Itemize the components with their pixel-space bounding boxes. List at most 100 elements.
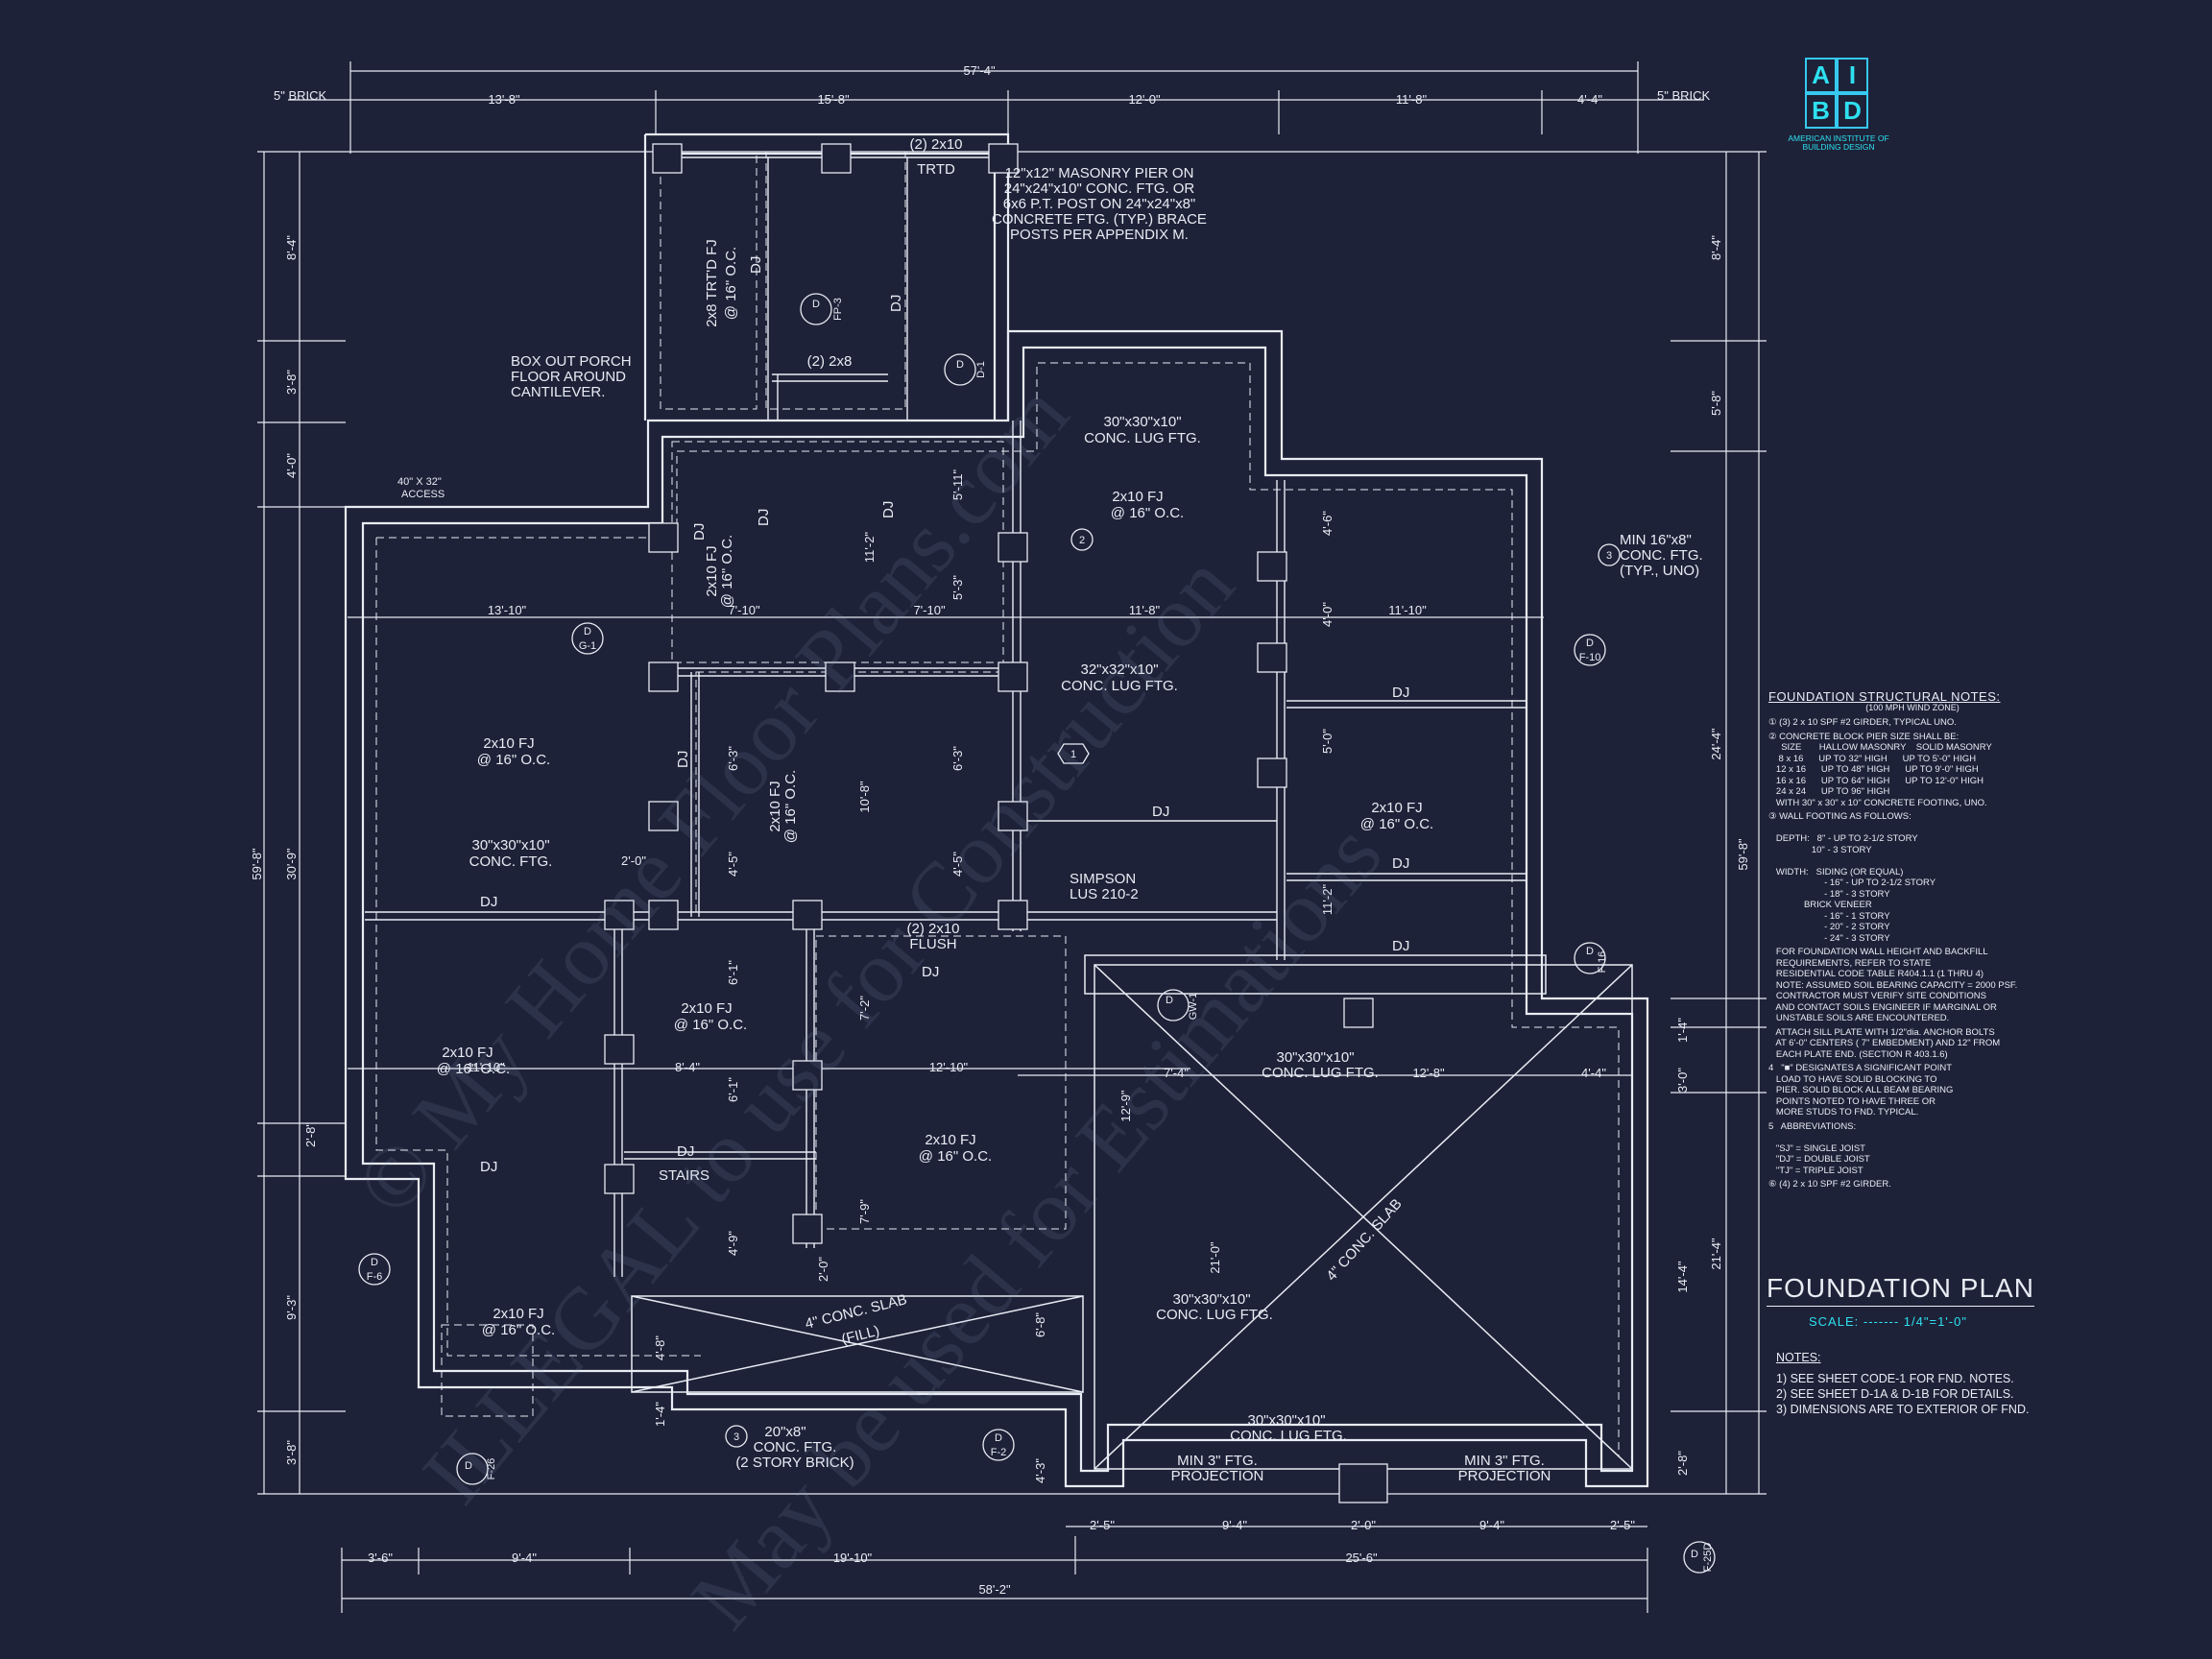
svg-text:4'-3": 4'-3" xyxy=(1033,1458,1047,1483)
svg-text:DJ: DJ xyxy=(748,256,764,274)
svg-text:CONC. LUG FTG.: CONC. LUG FTG. xyxy=(1230,1428,1347,1444)
garage-slab xyxy=(631,964,1633,1470)
svg-text:D: D xyxy=(995,1432,1002,1444)
svg-text:DJ: DJ xyxy=(880,501,897,518)
plan-title: FOUNDATION PLAN xyxy=(1767,1273,2034,1307)
svg-text:2x10 FJ: 2x10 FJ xyxy=(1371,800,1422,816)
svg-text:1'-4": 1'-4" xyxy=(1675,1018,1690,1043)
svg-text:3'-6": 3'-6" xyxy=(368,1551,393,1565)
svg-text:12'-10": 12'-10" xyxy=(929,1060,969,1074)
svg-text:STAIRS: STAIRS xyxy=(659,1167,709,1184)
svg-text:57'-4": 57'-4" xyxy=(963,63,996,78)
svg-text:D: D xyxy=(1586,946,1594,957)
plan-title-block: FOUNDATION PLAN SCALE: ------- 1/4"=1'-0… xyxy=(1767,1273,2034,1329)
svg-text:D: D xyxy=(1166,995,1173,1006)
svg-text:11'-10": 11'-10" xyxy=(1388,603,1427,617)
svg-text:DJ: DJ xyxy=(480,894,497,910)
svg-text:MIN 3" FTG.: MIN 3" FTG. xyxy=(1177,1453,1258,1469)
svg-text:2'-0": 2'-0" xyxy=(621,854,646,868)
svg-text:9'-4": 9'-4" xyxy=(1222,1518,1247,1532)
svg-text:9'-3": 9'-3" xyxy=(284,1295,299,1320)
svg-text:10'-8": 10'-8" xyxy=(857,781,872,813)
svg-text:@ 16" O.C.: @ 16" O.C. xyxy=(477,752,550,768)
svg-text:30"x30"x10": 30"x30"x10" xyxy=(471,837,549,854)
plan-scale: SCALE: ------- 1/4"=1'-0" xyxy=(1767,1314,2034,1329)
svg-text:DJ: DJ xyxy=(675,751,691,768)
section-markers xyxy=(358,293,1716,1574)
svg-text:DJ: DJ xyxy=(691,523,708,541)
svg-text:DJ: DJ xyxy=(922,964,939,980)
svg-text:5'-3": 5'-3" xyxy=(950,575,965,600)
svg-text:4'-8": 4'-8" xyxy=(653,1335,667,1360)
svg-text:D: D xyxy=(465,1460,472,1472)
svg-text:F-26: F-26 xyxy=(486,1458,497,1480)
svg-text:@ 16" O.C.: @ 16" O.C. xyxy=(782,770,799,843)
structural-note: ① (3) 2 x 10 SPF #2 GIRDER, TYPICAL UNO. xyxy=(1768,717,1957,728)
svg-text:11'-2": 11'-2" xyxy=(1320,884,1334,916)
svg-text:MIN 3" FTG.: MIN 3" FTG. xyxy=(1464,1453,1545,1469)
plan-note: 1) SEE SHEET CODE-1 FOR FND. NOTES. xyxy=(1776,1372,2014,1385)
svg-text:21'-0": 21'-0" xyxy=(1208,1241,1222,1274)
svg-text:6'-3": 6'-3" xyxy=(726,746,740,771)
svg-text:30"x30"x10": 30"x30"x10" xyxy=(1172,1291,1250,1308)
svg-text:2'-5": 2'-5" xyxy=(1090,1518,1115,1532)
plan-note: 2) SEE SHEET D-1A & D-1B FOR DETAILS. xyxy=(1776,1387,2014,1401)
svg-text:15'-8": 15'-8" xyxy=(817,92,850,107)
svg-text:30'-9": 30'-9" xyxy=(284,848,299,880)
svg-text:4'-0": 4'-0" xyxy=(284,453,299,478)
structural-note: 5 ABBREVIATIONS: "SJ" = SINGLE JOIST "DJ… xyxy=(1768,1120,1870,1176)
svg-text:4'-4": 4'-4" xyxy=(1581,1066,1606,1080)
svg-text:2: 2 xyxy=(1079,535,1085,546)
svg-text:1'-4": 1'-4" xyxy=(653,1402,667,1427)
svg-text:DJ: DJ xyxy=(1392,855,1409,872)
svg-text:58'-2": 58'-2" xyxy=(978,1582,1011,1597)
svg-text:5'-8": 5'-8" xyxy=(1709,391,1723,416)
svg-text:D: D xyxy=(812,299,820,310)
svg-text:4" CONC. SLAB: 4" CONC. SLAB xyxy=(804,1291,909,1333)
svg-text:CONCRETE FTG. (TYP.) BRACE: CONCRETE FTG. (TYP.) BRACE xyxy=(992,211,1207,228)
svg-text:CONC. LUG FTG.: CONC. LUG FTG. xyxy=(1262,1065,1379,1081)
svg-text:CONC. LUG FTG.: CONC. LUG FTG. xyxy=(1084,430,1201,446)
svg-text:2x10 FJ: 2x10 FJ xyxy=(925,1132,975,1148)
svg-text:8'-4": 8'-4" xyxy=(284,235,299,260)
plan-notes: NOTES: 1) SEE SHEET CODE-1 FOR FND. NOTE… xyxy=(1776,1350,2029,1417)
svg-text:F-25D: F-25D xyxy=(1702,1543,1714,1573)
svg-text:@ 16" O.C.: @ 16" O.C. xyxy=(1360,816,1433,832)
svg-text:@ 16" O.C.: @ 16" O.C. xyxy=(1111,505,1184,521)
svg-text:(TYP., UNO): (TYP., UNO) xyxy=(1620,563,1699,579)
svg-text:6'-1": 6'-1" xyxy=(726,960,740,985)
svg-text:7'-2": 7'-2" xyxy=(857,996,872,1021)
svg-text:40" X 32": 40" X 32" xyxy=(397,476,442,488)
svg-text:30"x30"x10": 30"x30"x10" xyxy=(1276,1049,1354,1066)
svg-text:13'-8": 13'-8" xyxy=(488,92,520,107)
foundation-structural-notes: FOUNDATION STRUCTURAL NOTES: (100 MPH WI… xyxy=(1768,690,2056,1193)
svg-text:2'-5": 2'-5" xyxy=(1610,1518,1635,1532)
svg-text:4" CONC. SLAB: 4" CONC. SLAB xyxy=(1323,1196,1405,1285)
logo-letter-b: B xyxy=(1805,93,1837,129)
svg-text:CONC. FTG.: CONC. FTG. xyxy=(1620,547,1703,564)
svg-text:20"x8": 20"x8" xyxy=(764,1424,805,1440)
svg-text:3'-8": 3'-8" xyxy=(284,1440,299,1465)
svg-text:21'-4": 21'-4" xyxy=(1709,1238,1723,1270)
svg-text:4'-0": 4'-0" xyxy=(1320,602,1334,627)
girders-and-joists xyxy=(365,156,1527,1277)
svg-text:2'-8": 2'-8" xyxy=(1675,1451,1690,1476)
svg-text:3: 3 xyxy=(1606,550,1612,562)
svg-text:3'-0": 3'-0" xyxy=(1675,1068,1690,1093)
svg-text:5'-11": 5'-11" xyxy=(950,469,965,501)
svg-text:@ 16" O.C.: @ 16" O.C. xyxy=(437,1061,510,1077)
svg-text:6'-8": 6'-8" xyxy=(1033,1312,1047,1337)
structural-note: ATTACH SILL PLATE WITH 1/2"dia. ANCHOR B… xyxy=(1775,1026,2001,1060)
svg-text:2'-0": 2'-0" xyxy=(1351,1518,1376,1532)
svg-text:(2 STORY BRICK): (2 STORY BRICK) xyxy=(735,1455,854,1471)
svg-text:12'-8": 12'-8" xyxy=(1412,1066,1445,1080)
svg-text:@ 16" O.C.: @ 16" O.C. xyxy=(674,1017,747,1033)
svg-text:FP-3: FP-3 xyxy=(832,298,844,321)
svg-text:ACCESS: ACCESS xyxy=(401,489,445,500)
footing-outlines xyxy=(375,151,1620,1457)
svg-text:TRTD: TRTD xyxy=(917,161,955,178)
svg-text:F-16: F-16 xyxy=(1597,951,1608,974)
svg-text:24'-4": 24'-4" xyxy=(1709,728,1723,760)
svg-text:DJ: DJ xyxy=(756,509,772,526)
svg-text:7'-10": 7'-10" xyxy=(728,603,760,617)
